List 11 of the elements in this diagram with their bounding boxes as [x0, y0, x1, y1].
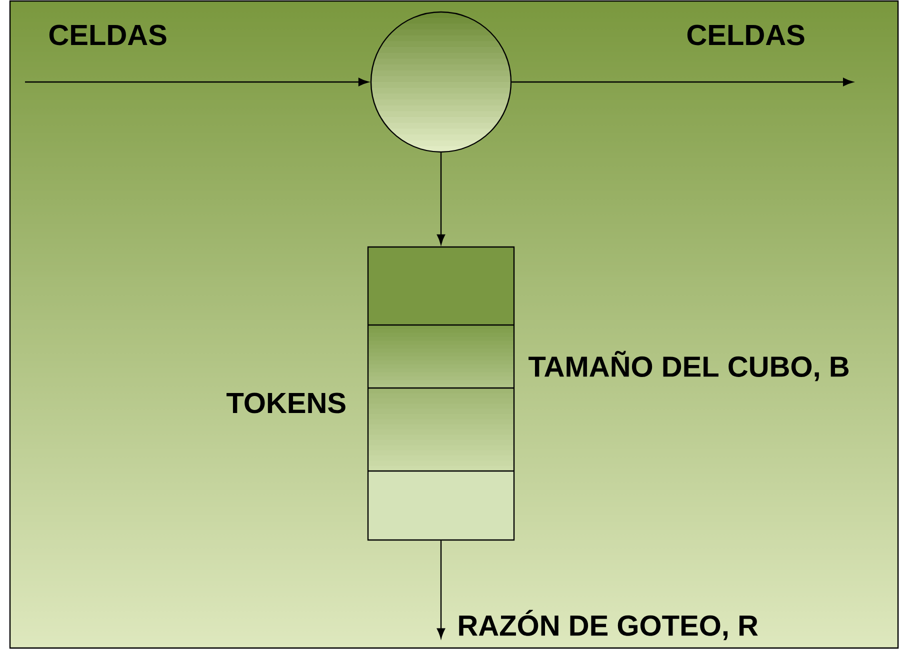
arrow — [436, 152, 446, 245]
text-label: TAMAÑO DEL CUBO, B — [528, 350, 849, 382]
arrow — [436, 540, 446, 638]
text-label: CELDAS — [49, 24, 166, 46]
arrow — [25, 78, 369, 86]
bucket-box — [367, 246, 515, 541]
circle-node — [370, 11, 512, 153]
text-label: RAZÓN DE GOTEO, R — [459, 610, 758, 640]
arrow — [512, 78, 854, 86]
text-label: TOKENS — [226, 392, 346, 414]
text-label: CELDAS — [687, 24, 804, 46]
